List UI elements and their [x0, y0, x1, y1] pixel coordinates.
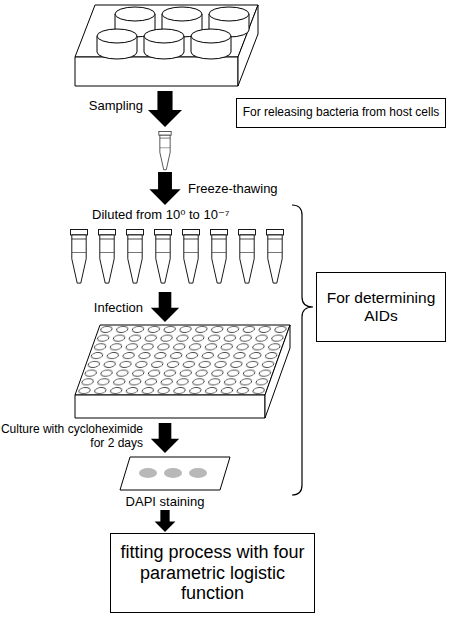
- microtube: [159, 131, 171, 169]
- step-label: Diluted from 10⁰ to 10⁻⁷: [92, 207, 292, 223]
- microscope-slide: [120, 457, 230, 490]
- six-well-plate: [75, 5, 258, 86]
- plate-side: [265, 325, 290, 418]
- box-text: For determining AIDs: [321, 289, 441, 325]
- plate-top: [75, 325, 290, 395]
- step-label: DAPI staining: [105, 494, 225, 510]
- well-rim: [97, 29, 137, 43]
- plate-front: [75, 57, 238, 86]
- dilution-tube: [98, 230, 115, 284]
- process-box: fitting process with four parametric log…: [110, 533, 315, 613]
- process-arrow: [149, 172, 180, 205]
- dilution-tube: [238, 230, 255, 284]
- slide-outline: [120, 457, 230, 490]
- stained-spot: [189, 468, 207, 478]
- well-rim: [144, 29, 184, 43]
- step-label: Sampling: [40, 98, 143, 114]
- dilution-tube: [182, 230, 199, 284]
- dilution-tube: [210, 230, 227, 284]
- process-arrow: [151, 423, 179, 453]
- stained-spot: [164, 468, 182, 478]
- box-text: fitting process with four parametric log…: [115, 542, 310, 604]
- process-box: For determining AIDs: [316, 272, 446, 342]
- plate-front: [75, 395, 265, 418]
- stained-spot: [139, 468, 157, 478]
- step-label: Freeze-thawing: [188, 181, 318, 197]
- process-arrow: [148, 91, 182, 127]
- box-text: For releasing bacteria from host cells: [243, 106, 440, 120]
- dilution-tube: [154, 230, 171, 284]
- curly-bracket: [292, 205, 313, 495]
- dilution-tube: [126, 230, 143, 284]
- step-label: Culture with cycloheximide for 2 days: [0, 422, 143, 451]
- well-rim: [209, 7, 249, 21]
- process-arrow: [155, 510, 176, 532]
- ninety-six-well-plate: [75, 325, 290, 418]
- dilution-tube: [70, 230, 87, 284]
- process-arrow: [151, 292, 179, 322]
- step-label: Infection: [40, 300, 143, 316]
- well-rim: [162, 7, 202, 21]
- well-rim: [191, 29, 231, 43]
- process-box: For releasing bacteria from host cells: [236, 98, 446, 128]
- dilution-tube: [266, 230, 283, 284]
- well-rim: [115, 7, 155, 21]
